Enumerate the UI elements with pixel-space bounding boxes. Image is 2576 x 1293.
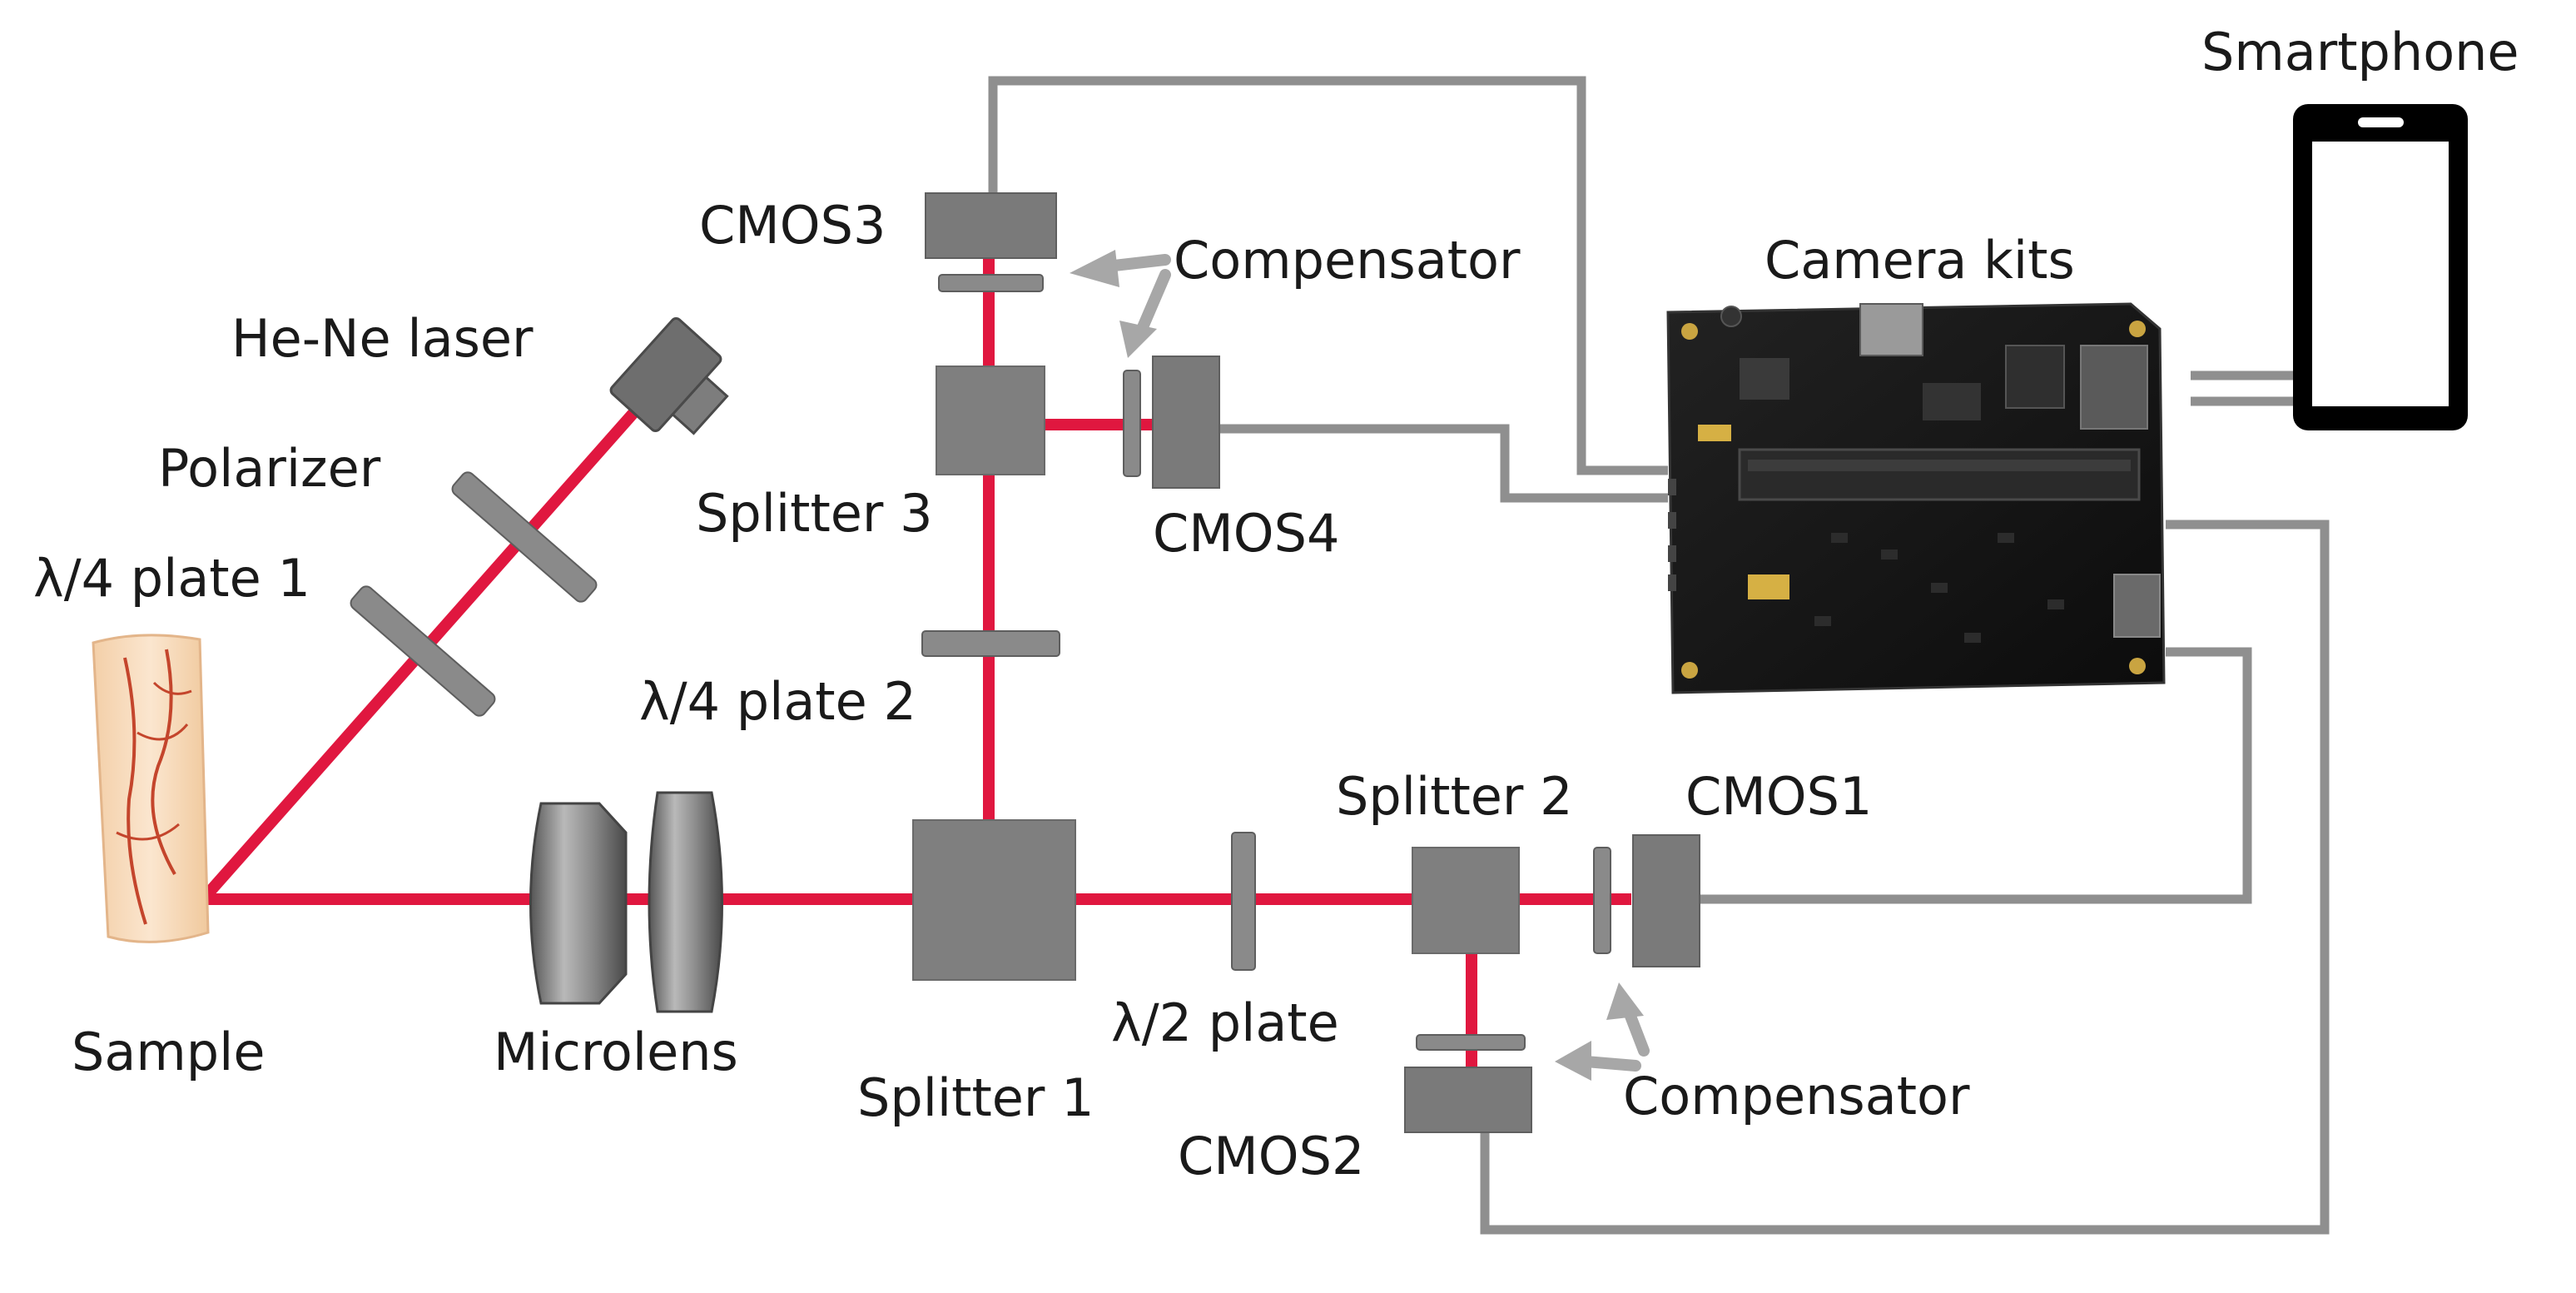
cmos1-sensor <box>1632 834 1700 967</box>
half-wave-plate <box>1231 832 1256 971</box>
label-polarizer: Polarizer <box>158 438 381 499</box>
polarizer <box>451 471 598 603</box>
microlens <box>529 791 723 1013</box>
label-cmos2: CMOS2 <box>1178 1126 1364 1186</box>
label-quarter-plate-2: λ/4 plate 2 <box>639 671 916 732</box>
cable-cmos1-board <box>1700 647 2252 904</box>
label-splitter-3: Splitter 3 <box>696 483 933 544</box>
compensator-plate-top <box>938 274 1044 292</box>
cmos2-sensor <box>1404 1067 1532 1133</box>
compensator-plate-cmos2 <box>1416 1034 1526 1051</box>
splitter-1-cube <box>912 819 1076 981</box>
smartphone-device <box>2293 104 2468 430</box>
label-splitter-2: Splitter 2 <box>1336 766 1573 827</box>
compensator-plate-right <box>1123 370 1141 477</box>
label-splitter-1: Splitter 1 <box>857 1067 1094 1128</box>
compensator-arrows-bottom <box>1555 982 1650 1081</box>
cable-cmos3-board <box>988 76 1668 475</box>
label-cmos1: CMOS1 <box>1685 766 1872 827</box>
label-he-ne-laser: He-Ne laser <box>231 308 534 369</box>
quarter-wave-plate-1 <box>350 585 496 717</box>
compensator-plate-cmos1 <box>1593 847 1611 954</box>
cable-cmos4-board <box>1219 424 1668 503</box>
label-cmos4: CMOS4 <box>1153 503 1339 564</box>
splitter-2-cube <box>1412 847 1520 954</box>
quarter-wave-plate-2 <box>921 630 1060 657</box>
label-smartphone: Smartphone <box>2201 22 2519 82</box>
label-camera-kits: Camera kits <box>1764 230 2075 291</box>
compensator-arrows-top <box>1070 250 1171 358</box>
label-cmos3: CMOS3 <box>699 195 886 256</box>
cmos4-sensor <box>1152 356 1220 489</box>
signal-cables <box>988 76 2330 1235</box>
camera-kit-board <box>1666 302 2166 694</box>
splitter-3-cube <box>936 366 1045 475</box>
label-half-plate: λ/2 plate <box>1111 992 1339 1053</box>
label-compensator-top: Compensator <box>1174 230 1521 291</box>
label-microlens: Microlens <box>494 1022 738 1082</box>
label-quarter-plate-1: λ/4 plate 1 <box>33 548 310 609</box>
he-ne-laser <box>609 316 729 435</box>
label-sample: Sample <box>72 1022 265 1082</box>
label-compensator-bottom: Compensator <box>1623 1066 1970 1126</box>
cmos3-sensor <box>925 192 1057 259</box>
cable-cmos2-board <box>1480 520 2330 1235</box>
sample-tissue-image <box>92 634 210 943</box>
